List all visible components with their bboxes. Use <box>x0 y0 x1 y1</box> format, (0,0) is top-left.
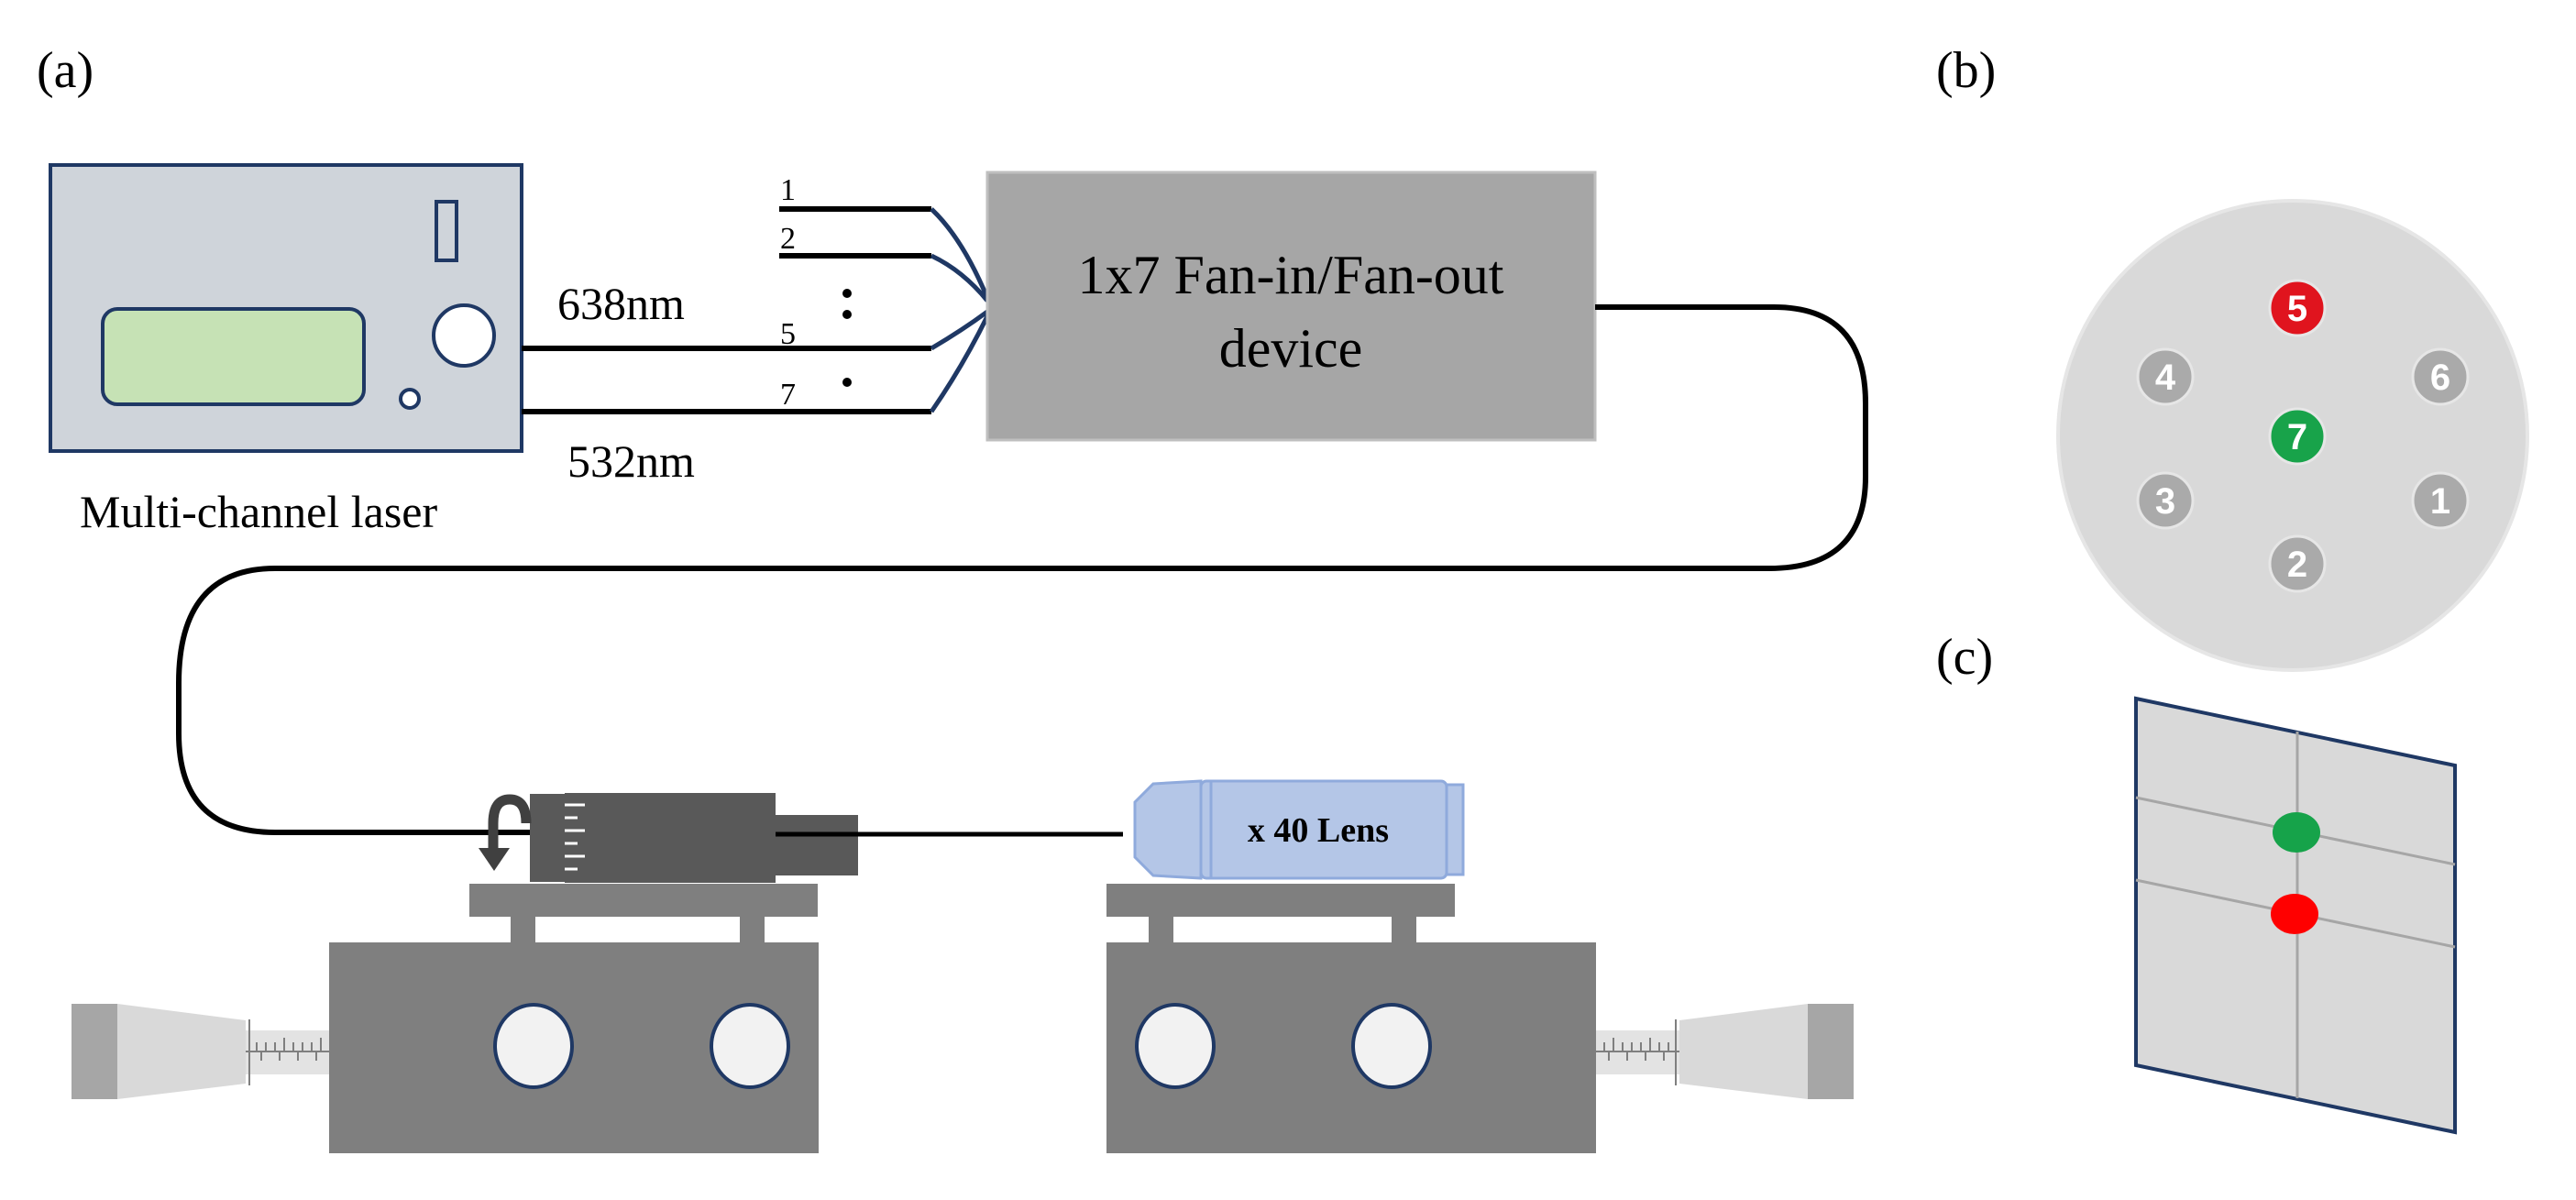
fiber-holder-ticks <box>565 803 585 871</box>
lens-label: x 40 Lens <box>1248 811 1389 850</box>
laser-label: Multi-channel laser <box>80 486 437 537</box>
multi-channel-laser <box>49 163 523 453</box>
fiber-core-label: 7 <box>2287 417 2307 457</box>
ellipsis-dot <box>842 289 852 298</box>
right-translation-stage: x 40 Lens <box>858 779 1854 1153</box>
rotation-arrow-icon <box>479 794 532 871</box>
stage-top-plate <box>469 884 818 917</box>
output-fiber <box>176 304 1868 835</box>
lens-cap <box>1445 783 1465 876</box>
micrometer-thimble <box>1679 1004 1808 1099</box>
stage-top-plate <box>1106 884 1455 917</box>
multicore-fiber-cross-section: 1 2 3 4 5 6 7 <box>2056 199 2529 672</box>
fiber-core-label: 2 <box>2287 545 2307 585</box>
fan-in-fan-out-device <box>985 171 1597 442</box>
panel-label-c: (c) <box>1936 629 1993 686</box>
port-5-label: 5 <box>780 317 796 351</box>
port-7-label: 7 <box>780 378 796 412</box>
micrometer-thimble-cap <box>72 1004 117 1099</box>
fiber-core-marker <box>2268 407 2327 466</box>
ellipsis-dot <box>842 378 852 387</box>
laser-output-port-large <box>432 303 496 368</box>
device-label-line1: 1x7 Fan-in/Fan-out <box>1078 245 1504 305</box>
laser-slot-indicator <box>435 200 458 262</box>
left-translation-stage <box>72 793 1123 1153</box>
fiber-core-marker <box>2411 347 2470 406</box>
wavelength-532nm-label: 532nm <box>567 435 695 487</box>
fiber-holder-connector <box>776 815 858 875</box>
fiber-holder-body <box>565 793 776 883</box>
micrometer-thimble <box>117 1004 246 1099</box>
fiber-core-5: 5 <box>2268 279 2327 337</box>
fiber-core-1: 1 <box>2411 471 2470 530</box>
stage-post-left <box>511 917 535 944</box>
fiber-cores: 1 2 3 4 5 6 7 <box>2136 279 2470 593</box>
fiber-core-marker <box>2136 347 2195 406</box>
stage-knob <box>1135 1003 1216 1089</box>
stage-post-right <box>1392 917 1416 944</box>
fiber-core-marker <box>2136 471 2195 530</box>
stage-knob <box>493 1003 574 1089</box>
micrometer-scale <box>1596 1019 1679 1085</box>
stage-knob <box>1351 1003 1432 1089</box>
wavelength-638nm-label: 638nm <box>557 278 685 329</box>
fiber-holder-scale <box>530 794 565 882</box>
fiber-core-marker <box>2268 279 2327 337</box>
fiber-core-4: 4 <box>2136 347 2195 406</box>
micrometer-thimble-cap <box>1808 1004 1854 1099</box>
fiber-core-6: 6 <box>2411 347 2470 406</box>
port-1-label: 1 <box>780 173 796 207</box>
fiber-core-3: 3 <box>2136 471 2195 530</box>
fiber-core-label: 3 <box>2155 481 2175 522</box>
projection-screen <box>2134 696 2457 1135</box>
fiber-core-label: 5 <box>2287 289 2307 329</box>
micrometer-scale <box>246 1019 329 1085</box>
green-spot <box>2273 812 2320 853</box>
fiber-core-7: 7 <box>2268 407 2327 466</box>
fiber-core-marker <box>2411 471 2470 530</box>
fan-in-convergence <box>929 207 990 413</box>
laser-display-screen <box>101 307 366 406</box>
fiber-core-label: 4 <box>2155 358 2176 398</box>
panel-label-a: (a) <box>37 42 94 99</box>
red-spot <box>2271 894 2318 934</box>
stage-post-left <box>1149 917 1173 944</box>
stage-knob <box>710 1003 790 1089</box>
stage-post-right <box>740 917 765 944</box>
panel-label-b: (b) <box>1936 42 1996 99</box>
port-2-label: 2 <box>780 222 796 256</box>
fiber-core-label: 6 <box>2430 358 2450 398</box>
fiber-core-marker <box>2268 534 2327 593</box>
fiber-core-label: 1 <box>2430 481 2450 522</box>
ellipsis-dot <box>842 310 852 319</box>
lens-tip <box>1133 779 1203 880</box>
laser-output-port-small <box>399 388 421 410</box>
device-label-line2: device <box>1219 318 1363 379</box>
fiber-core-2: 2 <box>2268 534 2327 593</box>
